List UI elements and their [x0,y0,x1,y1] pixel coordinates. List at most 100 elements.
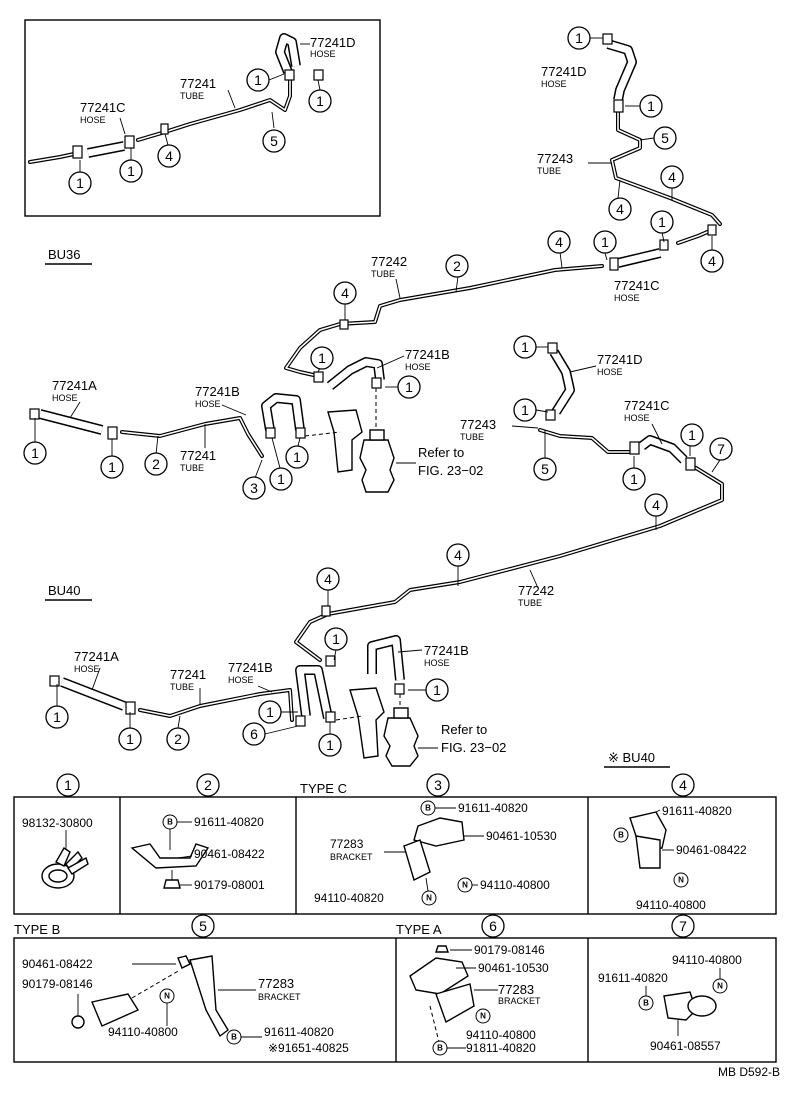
nut-icon [435,945,449,953]
callout-1 [650,210,674,234]
detail-header-1 [56,773,80,797]
svg-text:6: 6 [250,726,258,742]
detail-header-5 [191,914,215,938]
svg-text:N: N [480,1012,486,1021]
callout-6 [242,722,266,746]
box6-part-4: BRACKET [498,996,541,1006]
bu36-hose-d-label: 77241D [541,64,587,79]
box7-part-2: 91611-40820 [598,971,668,985]
svg-text:1: 1 [658,214,666,230]
bu40-hose-b-type: HOSE [424,658,450,668]
box1-part-1: 98132-30800 [22,816,93,830]
detail-header-6 [481,914,505,938]
clamp-icon [409,957,469,995]
box3-type: TYPE C [300,781,347,796]
svg-text:1: 1 [326,737,334,753]
callout-5 [533,457,557,481]
box2-part-3: 90179-08001 [194,878,265,892]
svg-text:1: 1 [630,471,638,487]
svg-text:4: 4 [555,234,563,250]
bu36-refer-line2: FIG. 23−02 [418,463,483,478]
callout-4 [446,543,470,567]
svg-text:2: 2 [152,456,160,472]
inset-assembly [28,33,324,172]
detail-grid-row2 [13,937,777,1063]
clamp-icon [91,993,140,1027]
bracket-icon [189,955,229,1038]
callout-4 [333,281,357,305]
detail-box-4: 91611-40820 B 90461-08422 N 94110-40800 [613,804,747,912]
svg-text:B: B [425,804,431,813]
svg-text:1: 1 [126,731,134,747]
svg-text:7: 7 [679,918,687,934]
bu40-tube42-type: TUBE [518,598,542,608]
box5-part-6: 91611-40820 [264,1025,334,1039]
detail-header-3 [426,773,450,797]
bu36-assembly [29,33,722,493]
callout-1 [513,398,537,422]
callout-4 [644,493,668,517]
svg-text:4: 4 [616,201,624,217]
callout-1 [680,423,704,447]
bu36-tube-type: TUBE [180,463,204,473]
bu40-assembly [49,342,724,767]
callout-1 [45,705,69,729]
svg-text:3: 3 [250,480,258,496]
callout-2 [166,727,190,751]
box4-part-3: 94110-40800 [636,898,706,912]
callout-1 [425,678,449,702]
inset-callouts: 1 1 4 1 1 5 [68,68,332,195]
box2-part-2: 90461-08422 [194,847,265,861]
detail-box-6: 90179-08146 90461-10530 77283 BRACKET N … [409,943,549,1056]
detail-box-5: 90461-08422 90179-08146 N 94110-40800 77… [22,955,349,1055]
svg-text:3: 3 [434,777,442,793]
inset-hose-c-type: HOSE [80,115,106,125]
svg-text:1: 1 [277,471,285,487]
bu36-hose-a-label: 77241A [52,378,97,393]
svg-text:N: N [462,881,468,890]
box5-part-5: BRACKET [258,992,301,1002]
bu36-hose-b-type: HOSE [405,362,431,372]
bu36-refer-line1: Refer to [418,445,464,460]
svg-text:4: 4 [668,169,676,185]
clamp-icon [413,817,465,847]
bu40-hose-d-label: 77241D [597,352,643,367]
svg-text:B: B [643,999,649,1008]
bu36-hose-a-type: HOSE [52,393,78,403]
detail-header-7 [671,914,695,938]
bu40-callouts: 1 1 5 1 1 7 4 4 4 1 1 1 1 2 1 6 1 [45,335,733,757]
svg-text:B: B [167,818,173,827]
bu36-hose-c-type: HOSE [614,293,640,303]
callout-1 [318,733,342,757]
box6-part-2: 90461-10530 [478,961,549,975]
svg-text:N: N [164,992,170,1001]
detail-header-4 [671,773,695,797]
bu40-hose-b-label: 77241B [424,643,469,658]
svg-text:4: 4 [652,497,660,513]
bu40-refer-line1: Refer to [441,722,487,737]
box3-part-1: 91611-40820 [458,801,528,815]
bu36-tube-label: 77241 [180,448,216,463]
callout-4 [660,165,684,189]
svg-text:4: 4 [341,285,349,301]
callout-1 [119,159,143,183]
box7-part-3: 90461-08557 [650,1039,721,1053]
box7-part-1: 94110-40800 [672,953,742,967]
bu40-hose-b2-type: HOSE [228,675,254,685]
bu36-callouts: 1 1 5 4 4 1 4 1 4 2 4 1 1 1 1 2 3 1 1 [23,26,724,500]
svg-text:1: 1 [647,98,655,114]
svg-text:1: 1 [64,777,72,793]
detail-box-3: B 91611-40820 90461-10530 77283 BRACKET … [314,800,557,906]
svg-text:4: 4 [454,547,462,563]
callout-1 [639,94,663,118]
svg-text:1: 1 [405,379,413,395]
callout-2 [445,254,469,278]
box3-part-2: 90461-10530 [486,829,557,843]
bu40-tube43-type: TUBE [460,432,484,442]
svg-text:N: N [426,894,432,903]
callout-1 [324,627,348,651]
callout-5 [262,129,286,153]
bu40-refer-line2: FIG. 23−02 [441,740,506,755]
callout-1 [310,346,334,370]
callout-7 [709,437,733,461]
